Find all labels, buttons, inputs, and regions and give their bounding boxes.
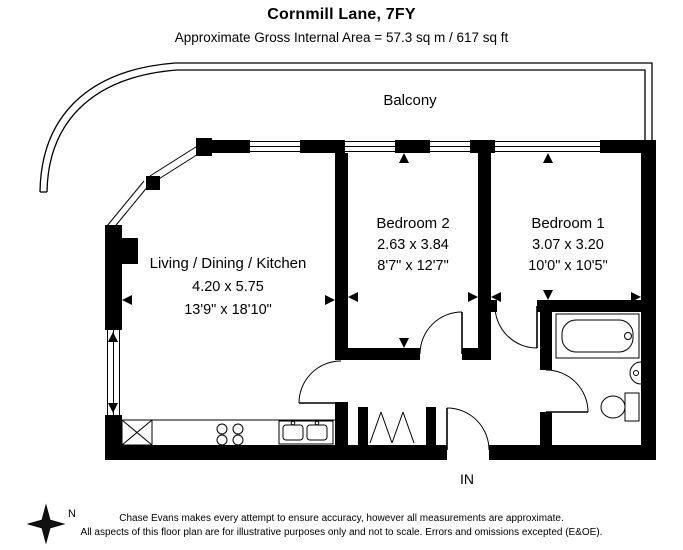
bedroom2-metric: 2.63 x 3.84 — [377, 237, 449, 253]
arrow-left-icon — [348, 292, 358, 302]
door-entrance — [446, 407, 490, 451]
disclaimer-line2: All aspects of this floor plan are for i… — [80, 526, 603, 538]
entrance-label: IN — [460, 471, 474, 487]
window-bedroom2-left — [345, 141, 395, 152]
basin-icon — [629, 361, 642, 385]
kitchen-fixtures — [121, 419, 335, 446]
arrow-up-icon — [108, 332, 118, 342]
doors — [298, 305, 589, 451]
arrow-left-icon — [491, 292, 501, 302]
kitchen-cabinet-icon — [121, 419, 153, 446]
arrow-right-icon — [468, 292, 478, 302]
arrow-down-icon — [543, 290, 553, 300]
arrow-up-icon — [399, 153, 409, 163]
living-room-metric: 4.20 x 5.75 — [192, 279, 264, 295]
area-subtitle: Approximate Gross Internal Area = 57.3 s… — [174, 30, 509, 45]
window-living-left — [107, 330, 120, 415]
interior-walls — [335, 153, 656, 445]
page-title: Cornmill Lane, 7FY — [267, 6, 416, 23]
door-bedroom1 — [494, 305, 538, 349]
door-bedroom2 — [419, 311, 463, 355]
bedroom2-imperial: 8'7" x 12'7" — [377, 258, 448, 274]
window-bay-upper — [149, 144, 204, 183]
compass-north-label: N — [68, 508, 76, 520]
door-living — [298, 360, 342, 404]
windows — [106, 141, 600, 415]
arrow-up-icon — [543, 153, 553, 163]
living-room-label: Living / Dining / Kitchen — [150, 255, 307, 272]
window-living-top — [250, 141, 300, 152]
window-bedroom2-right — [430, 141, 470, 152]
compass-icon: N — [26, 503, 76, 545]
arrow-down-icon — [108, 403, 118, 413]
door-bathroom — [545, 369, 589, 413]
arrow-right-icon — [325, 295, 335, 305]
bedroom1-label: Bedroom 1 — [531, 215, 604, 232]
arrow-right-icon — [631, 292, 641, 302]
living-room-imperial: 13'9" x 18'10" — [184, 302, 272, 318]
arrow-down-icon — [399, 338, 409, 348]
disclaimer: Chase Evans makes every attempt to ensur… — [0, 512, 683, 539]
bedroom1-imperial: 10'0" x 10'5" — [528, 258, 608, 274]
bathroom-fixtures — [555, 313, 642, 422]
kitchen-sink-icon — [278, 420, 334, 445]
balcony-outline — [39, 62, 653, 193]
arrow-left-icon — [122, 295, 132, 305]
hob-icon — [216, 423, 244, 446]
bedroom1-metric: 3.07 x 3.20 — [532, 237, 604, 253]
balcony-label: Balcony — [383, 92, 437, 109]
toilet-icon — [600, 392, 640, 422]
bathtub-icon — [555, 313, 640, 359]
measurement-arrows — [108, 153, 641, 413]
bedroom2-label: Bedroom 2 — [376, 215, 449, 232]
window-bedroom1-top — [495, 141, 600, 152]
door-closet-bifold — [369, 411, 415, 444]
window-bay-lower — [106, 180, 150, 231]
disclaimer-line1: Chase Evans makes every attempt to ensur… — [119, 513, 564, 524]
